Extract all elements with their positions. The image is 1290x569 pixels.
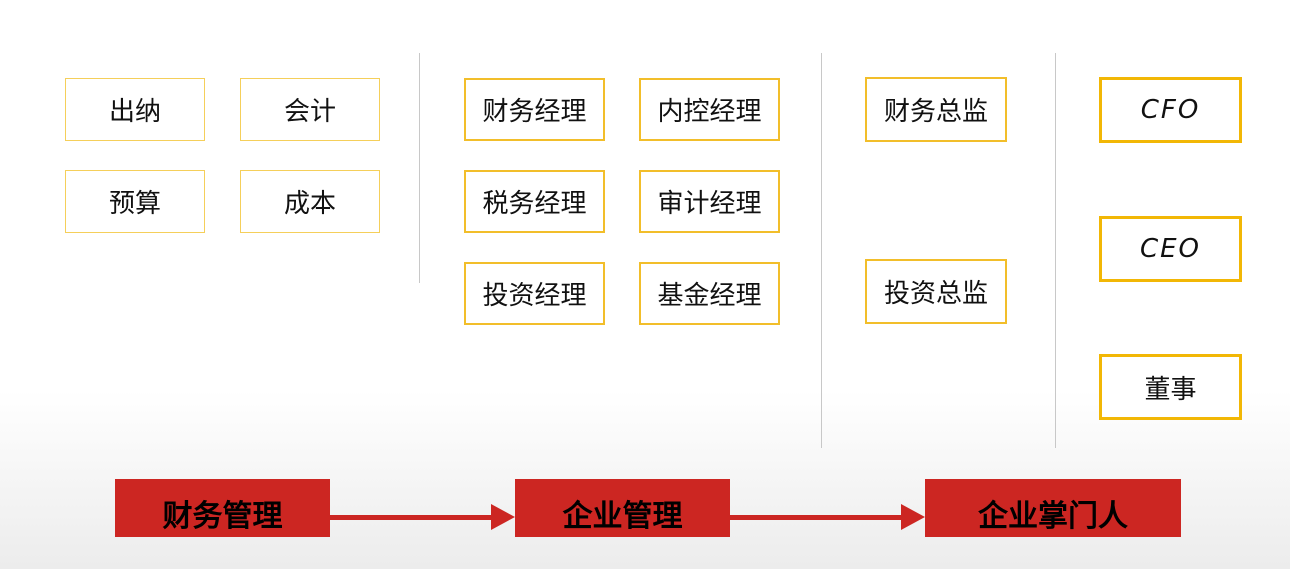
column-separator-3 [1055, 53, 1056, 448]
role-box-finance-director: 财务总监 [865, 77, 1007, 142]
role-box-budget: 预算 [65, 170, 205, 233]
role-box-investment-director: 投资总监 [865, 259, 1007, 324]
stage-enterprise-leader: 企业掌门人 [925, 479, 1181, 537]
role-box-ceo: CEO [1099, 216, 1242, 282]
role-box-cashier: 出纳 [65, 78, 205, 141]
arrow-head-2 [901, 504, 925, 530]
role-box-investment-manager: 投资经理 [464, 262, 605, 325]
column-separator-2 [821, 53, 822, 448]
role-box-fund-manager: 基金经理 [639, 262, 780, 325]
role-box-audit-manager: 审计经理 [639, 170, 780, 233]
arrow-shaft-1 [330, 515, 492, 520]
arrow-shaft-2 [730, 515, 902, 520]
role-box-cost: 成本 [240, 170, 380, 233]
role-box-internal-control-manager: 内控经理 [639, 78, 780, 141]
arrow-head-1 [491, 504, 515, 530]
column-separator-1 [419, 53, 420, 283]
stage-enterprise-management: 企业管理 [515, 479, 730, 537]
role-box-cfo: CFO [1099, 77, 1242, 143]
stage-finance-management: 财务管理 [115, 479, 330, 537]
role-box-finance-manager: 财务经理 [464, 78, 605, 141]
role-box-accountant: 会计 [240, 78, 380, 141]
role-box-director: 董事 [1099, 354, 1242, 420]
role-box-tax-manager: 税务经理 [464, 170, 605, 233]
